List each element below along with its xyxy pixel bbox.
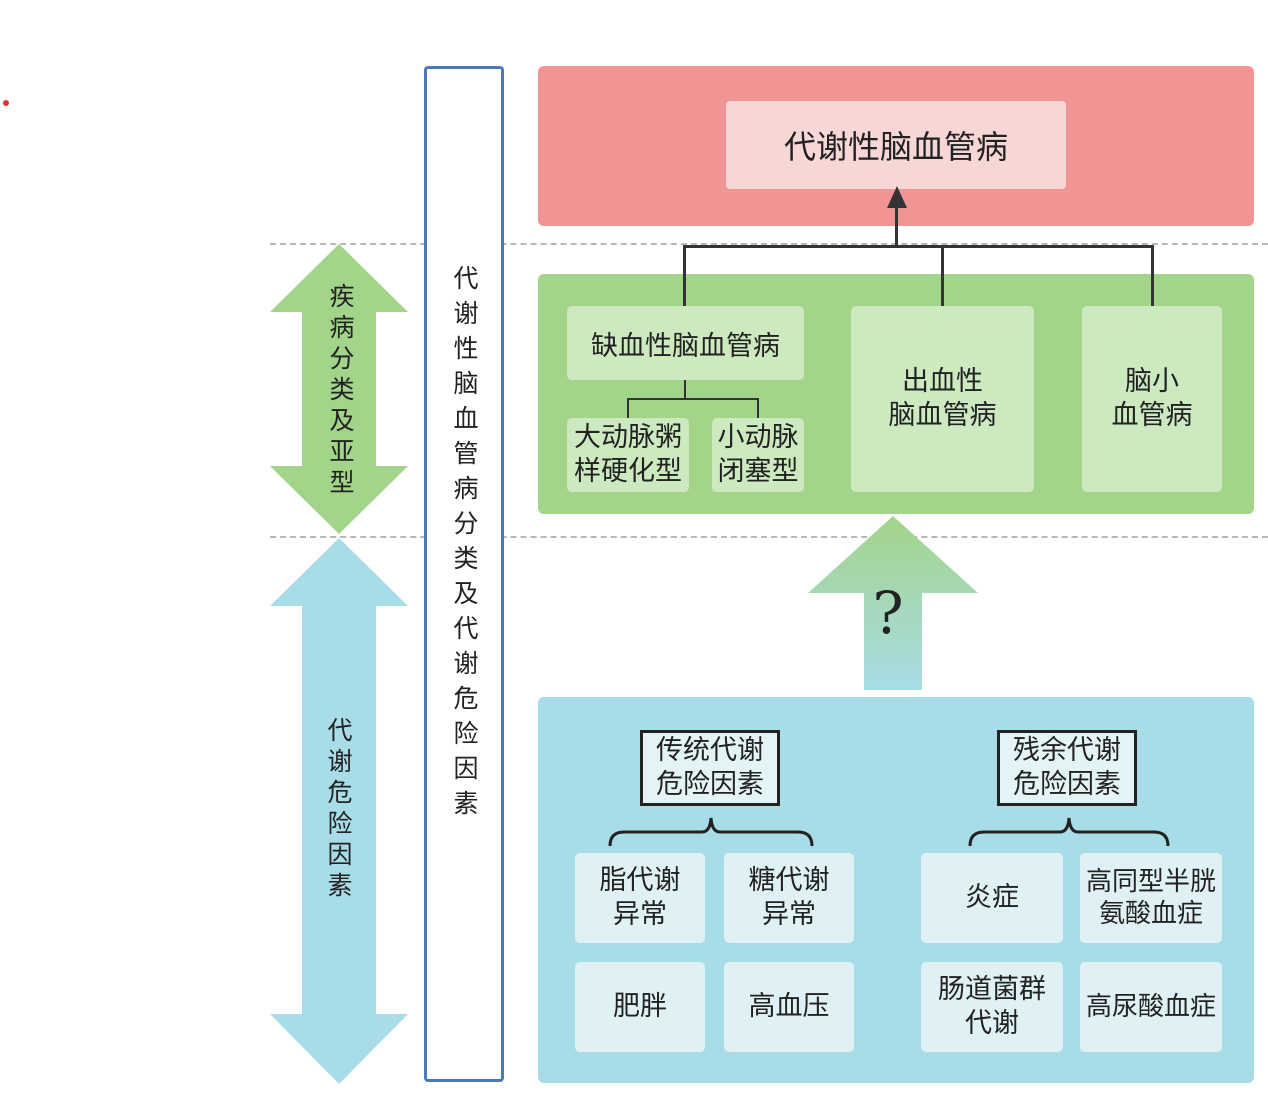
- hemorrhagic-box: 出血性 脑血管病: [851, 306, 1034, 492]
- ischemic-sub-stem: [684, 380, 686, 400]
- risk-factors-arrow: [270, 538, 408, 1084]
- residual-title: 残余代谢 危险因素: [1013, 735, 1121, 800]
- hemorrhagic-label: 出血性 脑血管病: [888, 366, 997, 431]
- obesity-label: 肥胖: [613, 991, 667, 1023]
- divider-top: [270, 243, 1268, 245]
- connector-small-vessel: [1151, 245, 1154, 307]
- residual-brace-icon: [968, 817, 1170, 847]
- center-column-label: 代谢性脑血管病分类及代谢危险因素: [450, 265, 479, 825]
- connector-up: [895, 205, 898, 248]
- connector-hemorrhagic: [941, 245, 944, 307]
- divider-middle: [270, 536, 1268, 538]
- hyperuricemia-label: 高尿酸血症: [1085, 991, 1216, 1022]
- small-vessel-box: 脑小 血管病: [1082, 306, 1222, 492]
- inflammation-label: 炎症: [965, 882, 1019, 914]
- atherosclerotic-box: 大动脉粥 样硬化型: [567, 418, 689, 492]
- hypertension-box: 高血压: [724, 962, 854, 1052]
- ischemic-sub-bar: [627, 398, 759, 400]
- inflammation-box: 炎症: [921, 853, 1063, 943]
- disease-title: 代谢性脑血管病: [783, 128, 1008, 166]
- atherosclerotic-label: 大动脉粥 样硬化型: [574, 422, 682, 487]
- hyperuricemia-box: 高尿酸血症: [1080, 962, 1222, 1052]
- risk-factors-label: 代谢危险因素: [324, 717, 353, 903]
- glucose-box: 糖代谢 异常: [724, 853, 854, 943]
- gut-microbiota-label: 肠道菌群 代谢: [938, 974, 1046, 1039]
- homocysteine-box: 高同型半胱 氨酸血症: [1080, 853, 1222, 943]
- ischemic-sub-left: [627, 398, 629, 418]
- connector-horizontal: [684, 245, 1154, 248]
- traditional-title: 传统代谢 危险因素: [656, 735, 764, 800]
- small-artery-label: 小动脉 闭塞型: [717, 422, 799, 487]
- center-column: 代谢性脑血管病分类及代谢危险因素: [424, 66, 504, 1082]
- traditional-brace-icon: [608, 817, 814, 847]
- ischemic-sub-right: [757, 398, 759, 418]
- classification-label: 疾病分类及亚型: [326, 282, 355, 500]
- small-artery-box: 小动脉 闭塞型: [712, 418, 804, 492]
- hypertension-label: 高血压: [748, 991, 830, 1023]
- ischemic-box: 缺血性脑血管病: [567, 306, 804, 380]
- lipid-box: 脂代谢 异常: [575, 853, 705, 943]
- homocysteine-label: 高同型半胱 氨酸血症: [1085, 866, 1216, 930]
- classification-arrow: [270, 244, 408, 534]
- small-vessel-label: 脑小 血管病: [1111, 366, 1193, 431]
- traditional-title-box: 传统代谢 危险因素: [640, 730, 780, 806]
- arrowhead-up-icon: [887, 186, 907, 208]
- glucose-label: 糖代谢 异常: [748, 865, 830, 930]
- residual-title-box: 残余代谢 危险因素: [997, 730, 1137, 806]
- disease-title-box: 代谢性脑血管病: [726, 101, 1066, 189]
- connector-ischemic: [683, 245, 686, 307]
- obesity-box: 肥胖: [575, 962, 705, 1052]
- gut-microbiota-box: 肠道菌群 代谢: [921, 962, 1063, 1052]
- question-mark: ?: [872, 579, 904, 647]
- marker-dot: [3, 100, 9, 106]
- association-arrow: [808, 516, 978, 690]
- lipid-label: 脂代谢 异常: [599, 865, 681, 930]
- ischemic-label: 缺血性脑血管病: [591, 330, 780, 362]
